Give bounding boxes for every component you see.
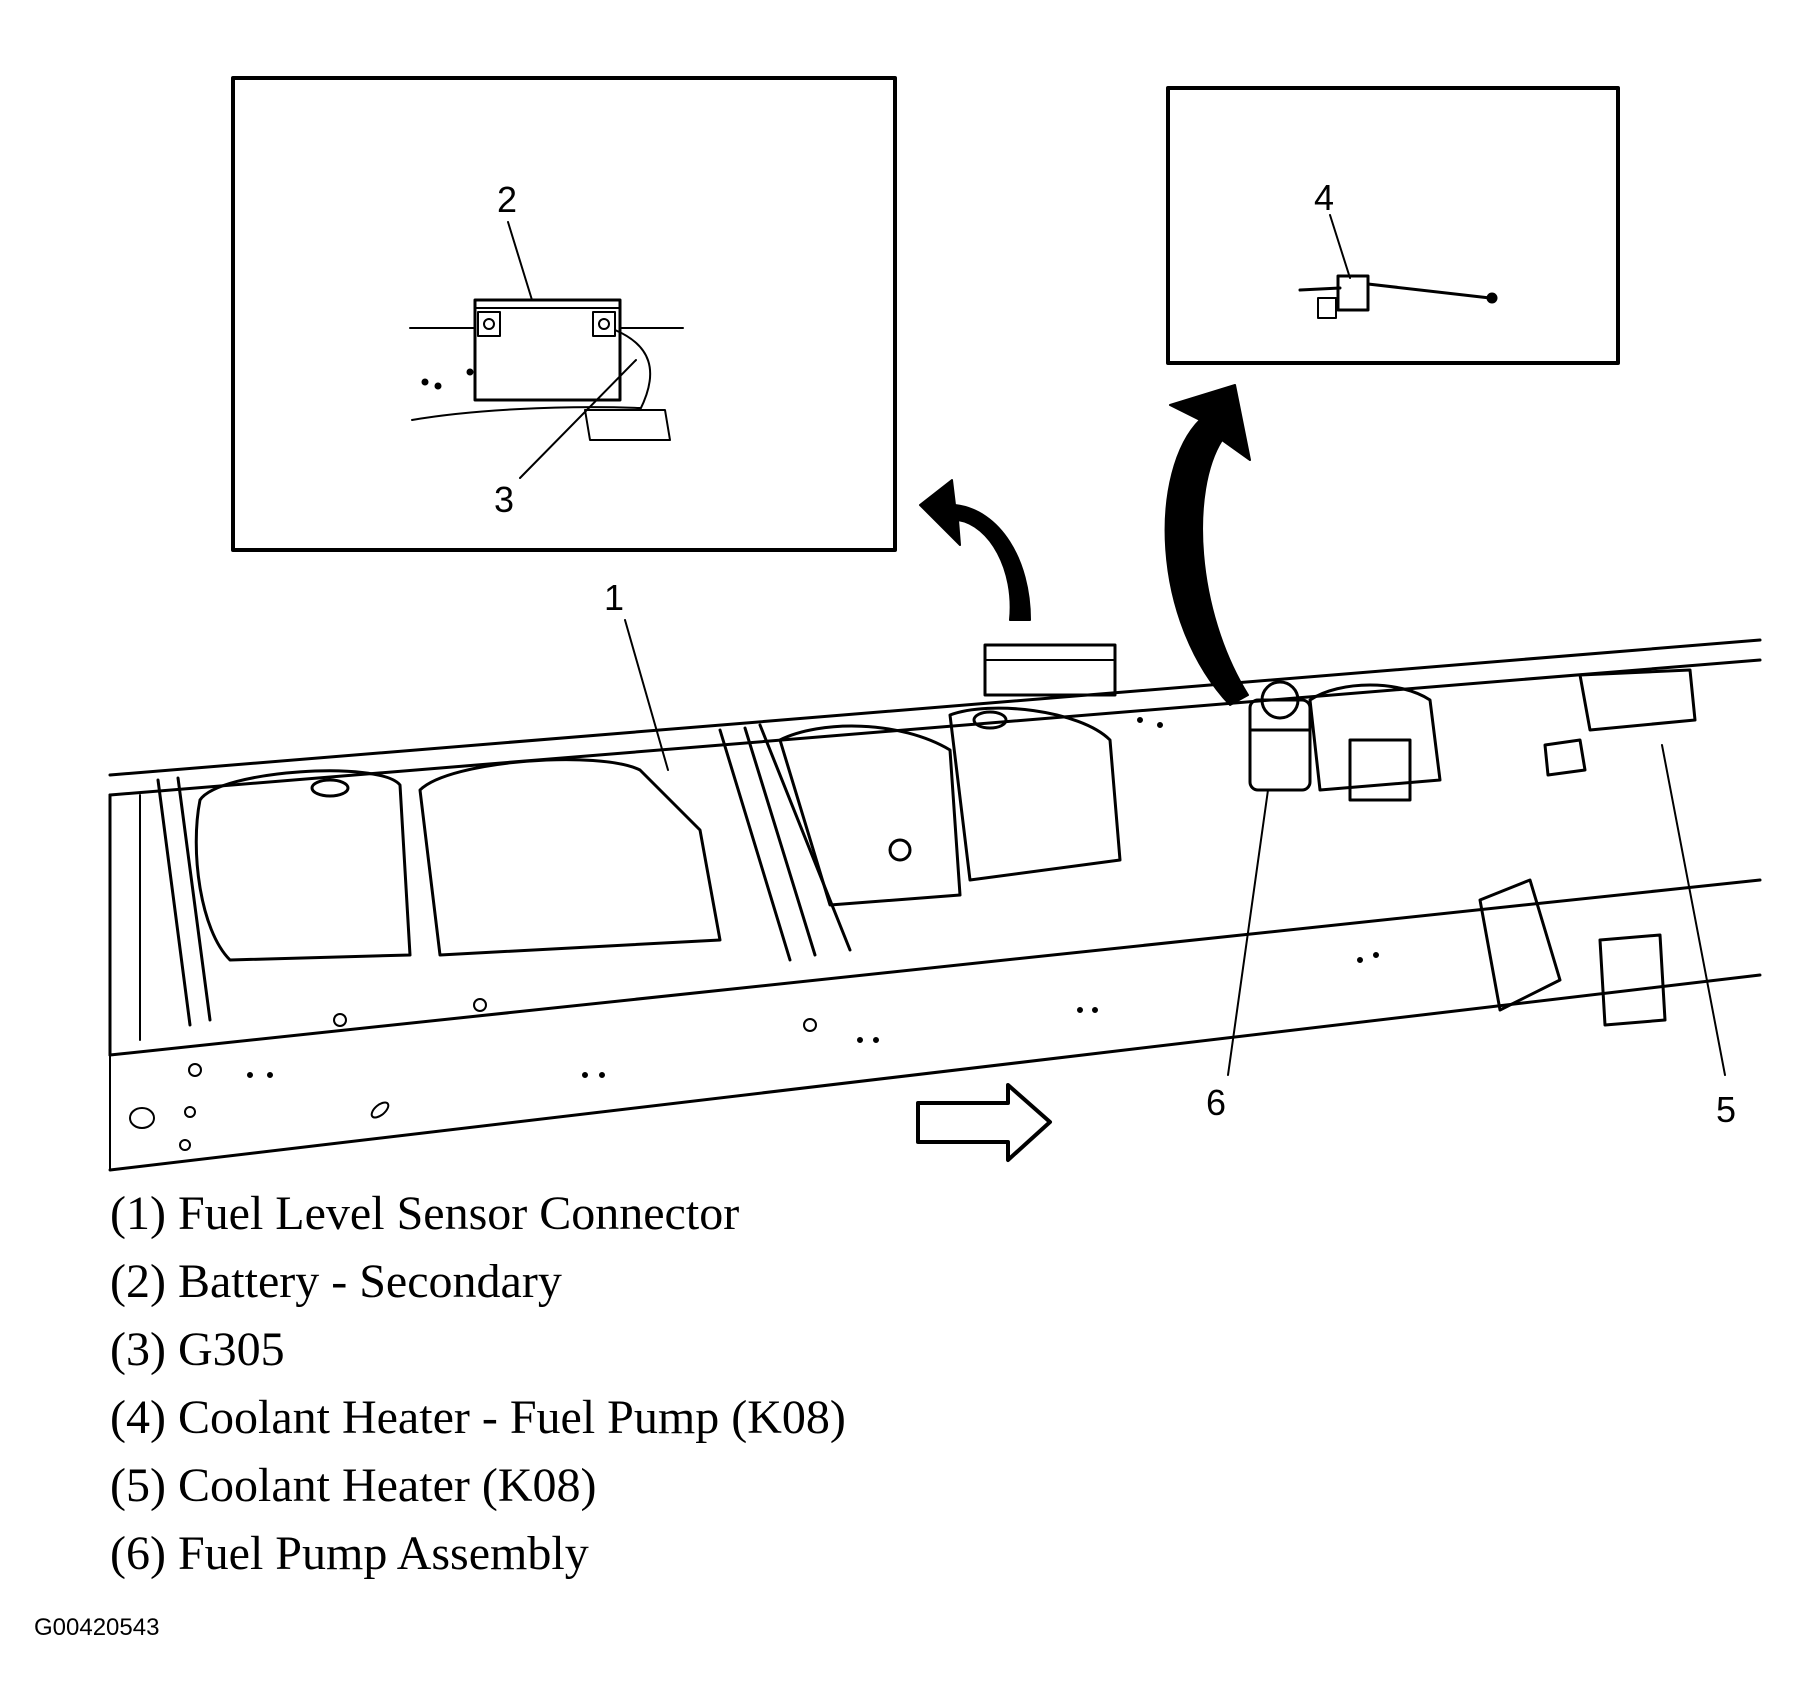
fuel-pump-assembly-icon [1248, 680, 1442, 802]
callout-4: 4 [1314, 177, 1334, 218]
coolant-heater-icon [1478, 668, 1697, 1027]
inset-coolant-heater-detail [1166, 86, 1620, 365]
frame-holes [129, 717, 1379, 1151]
callout-1: 1 [604, 577, 624, 618]
leader-line-5 [1661, 744, 1726, 1076]
legend-item: (3) G305 [110, 1323, 285, 1376]
callout-3: 3 [494, 479, 514, 520]
battery-on-frame-icon [983, 643, 1117, 697]
leader-line-6 [1227, 789, 1269, 1076]
inset-battery-detail [231, 76, 897, 552]
legend-item: (2) Battery - Secondary [110, 1255, 562, 1308]
legend-item: (1) Fuel Level Sensor Connector [110, 1187, 740, 1240]
cross-member [156, 723, 852, 1027]
forward-direction-arrow [916, 1083, 1052, 1162]
frame-rail-lower [108, 878, 1762, 1172]
figure-id: G00420543 [34, 1614, 160, 1641]
callout-5: 5 [1716, 1089, 1736, 1130]
legend-item: (6) Fuel Pump Assembly [110, 1527, 589, 1580]
pointer-arrow-to-coolant-inset [1164, 384, 1251, 706]
legend-item: (4) Coolant Heater - Fuel Pump (K08) [110, 1391, 846, 1444]
pointer-arrow-to-battery-inset [919, 479, 1031, 621]
legend-item: (5) Coolant Heater (K08) [110, 1459, 597, 1512]
callout-2: 2 [497, 179, 517, 220]
battery-secondary-icon [473, 298, 622, 402]
leader-line-1 [624, 619, 669, 771]
coolant-heater-fuel-pump-icon [1298, 274, 1498, 319]
callout-6: 6 [1206, 1082, 1226, 1123]
fuel-tank [194, 706, 1122, 962]
frame-rail-upper [108, 638, 1762, 1057]
legend: (1) Fuel Level Sensor Connector (2) Batt… [110, 1180, 846, 1588]
